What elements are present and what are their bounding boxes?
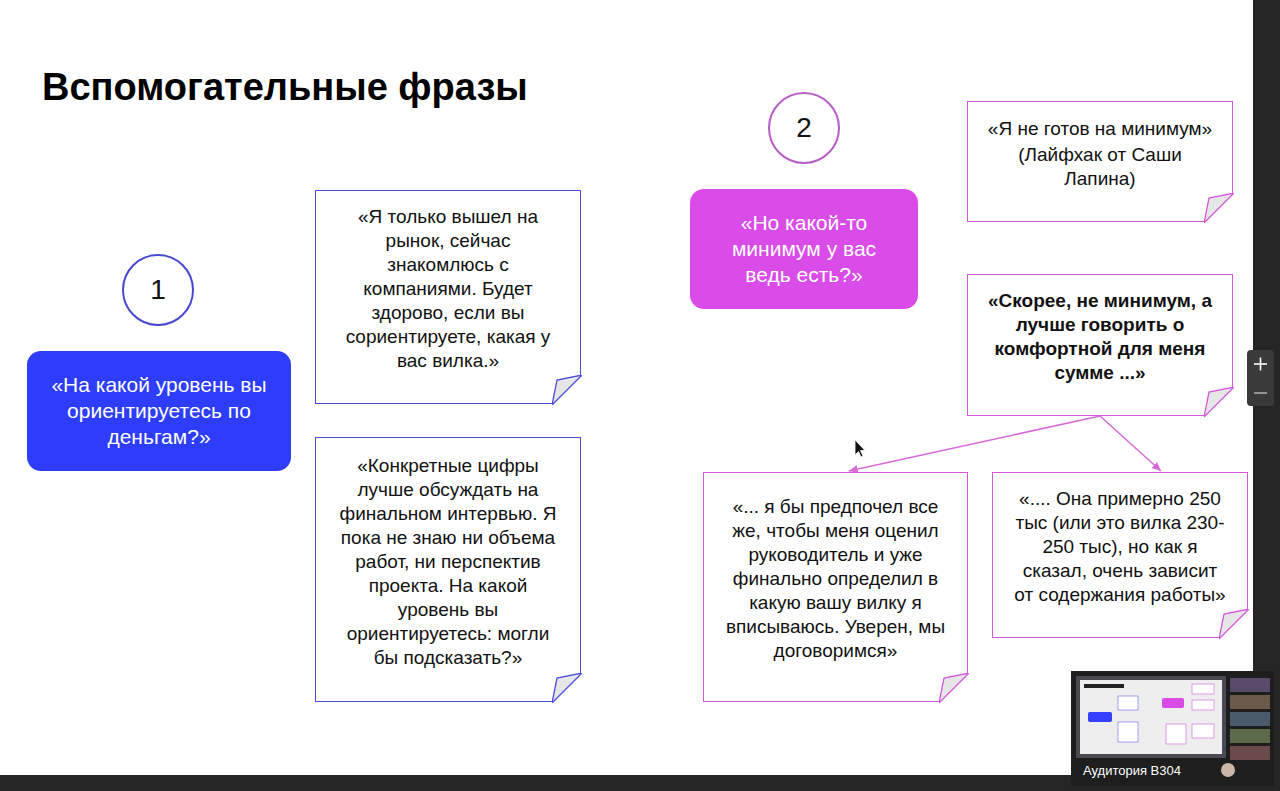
node-text: «.... Она примерно 250 тыс (или это вилк… [1011,487,1229,607]
node-text: 2 [796,112,812,144]
answer-note: «.... Она примерно 250 тыс (или это вилк… [992,472,1248,638]
connector-arrow [1100,416,1161,471]
note-fold [552,673,582,703]
answer-note: «Скорее, не минимум, а лучше говорить о … [967,274,1233,416]
note-fold [552,375,582,405]
node-text: «... я бы предпочел все же, чтобы меня о… [722,495,949,663]
slide-area [0,0,1253,775]
connector-arrow [849,416,1100,471]
node-text: «Конкретные цифры лучше обсуждать на фин… [334,454,562,670]
answer-note: «Конкретные цифры лучше обсуждать на фин… [315,437,581,702]
callout-circle: 1 [122,254,194,326]
note-fold [1219,609,1249,639]
node-text: «На какой уровень вы ориентируетесь по д… [45,372,273,450]
node-text: 1 [150,274,166,306]
node-text: (Лайфхак от Саши Лапина) [986,143,1214,191]
answer-note: «Я только вышел на рынок, сейчас знакомл… [315,190,581,404]
node-text: «Я не готов на минимум» [988,117,1212,141]
note-fold [1204,193,1234,223]
node-text: «Но какой-то минимум у вас ведь есть?» [708,210,900,288]
slide-title: Вспомогательные фразы [42,66,528,109]
mouse-cursor [855,440,865,457]
room-label: Аудитория В304 [1083,763,1181,778]
note-fold [1204,387,1234,417]
question-box: «Но какой-то минимум у вас ведь есть?» [690,189,918,309]
answer-note: «Я не готов на минимум»(Лайфхак от Саши … [967,101,1233,222]
node-text: «Скорее, не минимум, а лучше говорить о … [986,289,1214,385]
video-thumbnail [1071,671,1274,786]
zoom-control [1247,350,1274,406]
question-box: «На какой уровень вы ориентируетесь по д… [27,351,291,471]
note-fold [939,673,969,703]
callout-circle: 2 [768,92,840,164]
node-text: «Я только вышел на рынок, сейчас знакомл… [334,205,562,373]
answer-note: «... я бы предпочел все же, чтобы меня о… [703,472,968,702]
